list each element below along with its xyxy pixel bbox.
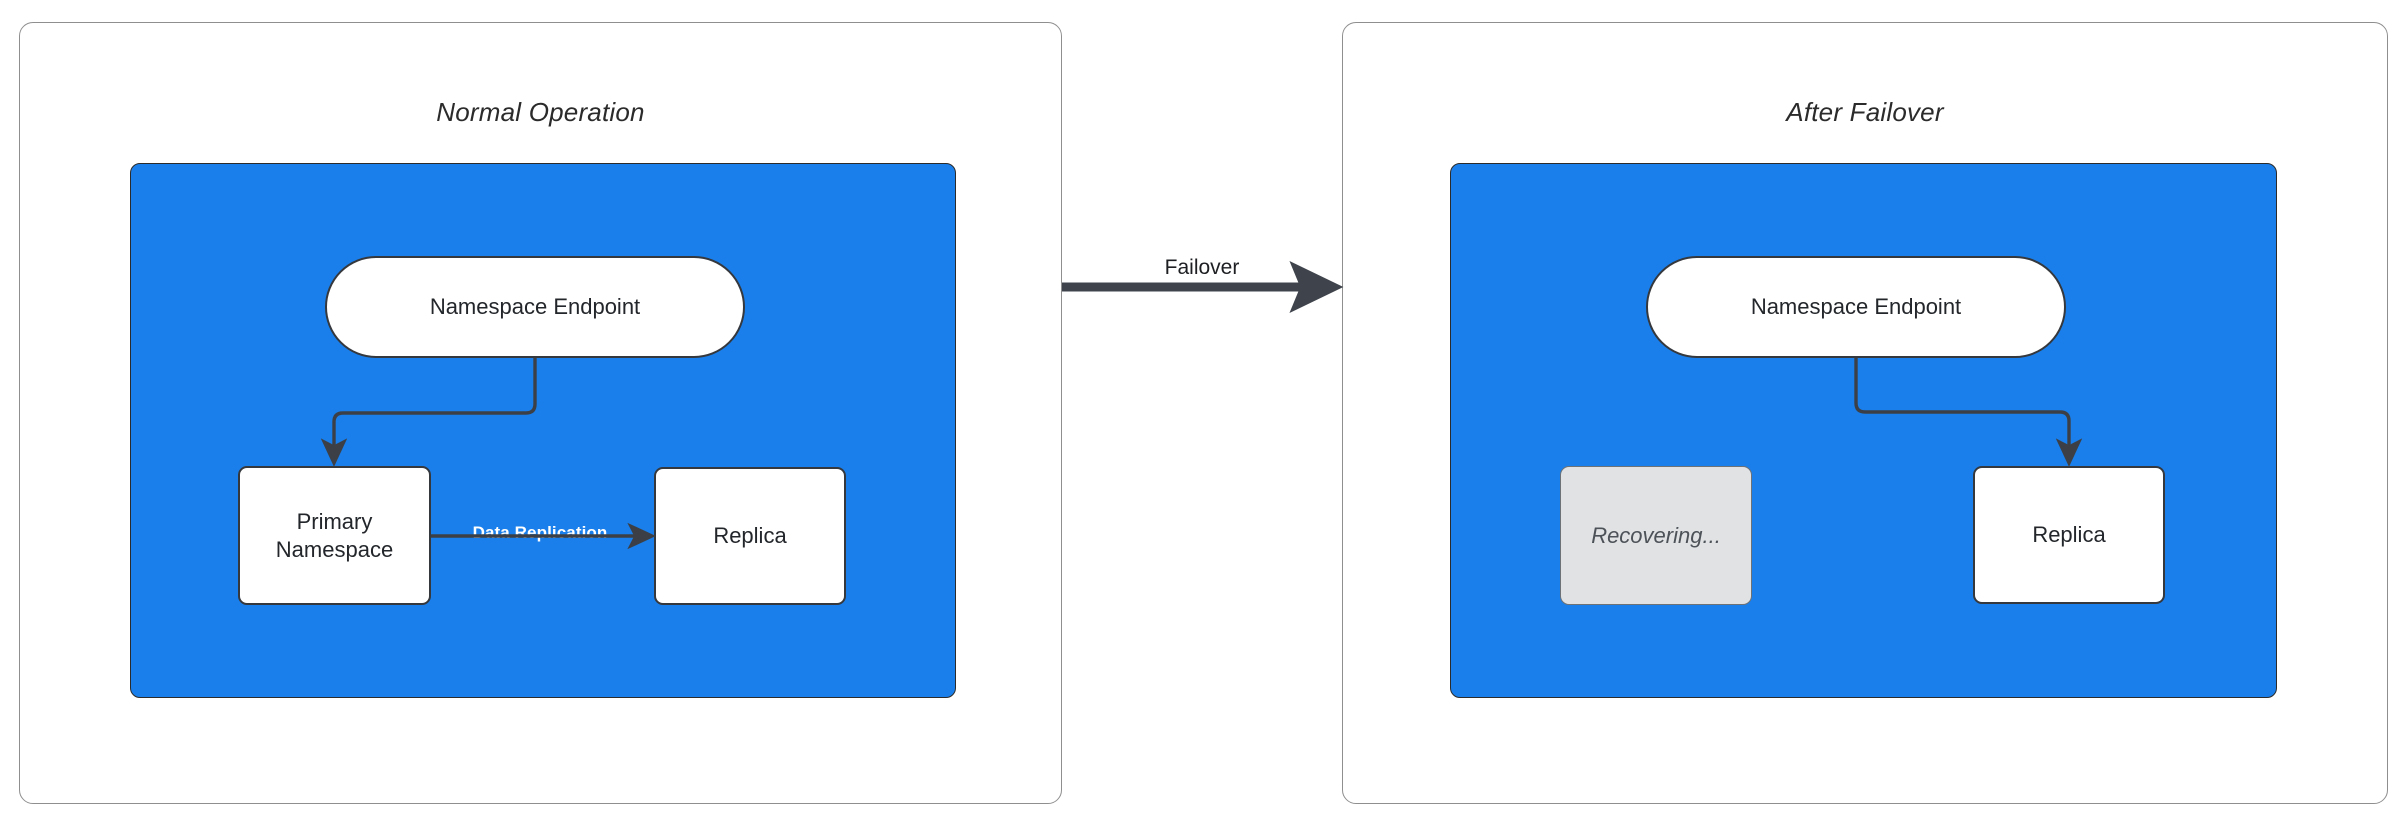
node-recovering[interactable]: Recovering... (1560, 466, 1752, 605)
panel-title-after-failover: After Failover (1786, 97, 1944, 127)
zone-failover-region (1450, 163, 2277, 698)
node-namespace-endpoint-right[interactable]: Namespace Endpoint (1646, 256, 2066, 358)
node-namespace-endpoint-left[interactable]: Namespace Endpoint (325, 256, 745, 358)
node-replica-left[interactable]: Replica (654, 467, 846, 605)
node-primary-namespace-line1: Primary (296, 509, 373, 534)
node-primary-namespace-label: Primary Namespace (276, 508, 393, 563)
panel-title-normal-operation: Normal Operation (436, 97, 645, 127)
transition-label-failover: Failover (1164, 256, 1240, 279)
zone-primary-region (130, 163, 956, 698)
node-replica-right[interactable]: Replica (1973, 466, 2165, 604)
edge-label-data-replication: Data Replication (472, 523, 608, 542)
node-primary-namespace[interactable]: Primary Namespace (238, 466, 431, 605)
node-primary-namespace-line2: Namespace (275, 536, 394, 562)
